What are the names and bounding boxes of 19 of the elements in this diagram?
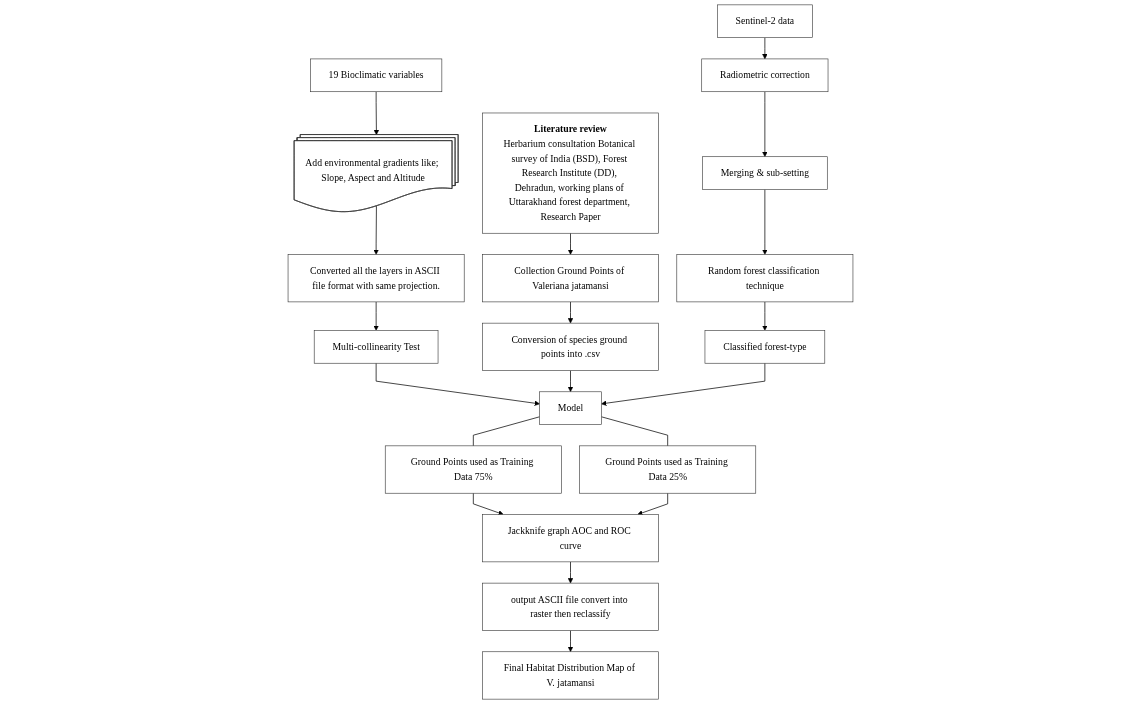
node-box: Final Habitat Distribution Map of V. jatamansi [482, 651, 659, 700]
node-box: Multi-collinearity Test [313, 330, 439, 364]
connector [472, 416, 540, 447]
node-box: Conversion of species ground points into .csv [482, 322, 659, 371]
node-box: Sentinel-2 data [717, 4, 813, 38]
node-box: Ground Points used as Training Data 75% [384, 445, 562, 494]
node-box: Collection Ground Points of Valeriana jatamansi [482, 254, 659, 303]
node-box: Jackknife graph AOC and ROC curve [482, 514, 659, 563]
node-box: Converted all the layers in ASCII file format with same projection. [287, 254, 465, 303]
node-box: Radiometric correction [701, 58, 829, 93]
connector [601, 416, 669, 447]
node-box: Merging & sub-setting [702, 156, 828, 190]
node-box: 19 Bioclimatic variables [310, 58, 443, 93]
node-box: Literature review Herbarium consultation Botanical survey of India (BSD), Forest Research Institute (DD), Dehradun, working plans of Uttarakhand forest department, Research Paper [482, 112, 659, 234]
node-box: Model [539, 391, 602, 425]
node-box: Ground Points used as Training Data 25% [579, 445, 757, 494]
node-box: output ASCII file convert into raster then reclassify [482, 582, 659, 631]
node-box: Classified forest-type [704, 330, 826, 364]
node-box: Random forest classification technique [676, 254, 854, 303]
